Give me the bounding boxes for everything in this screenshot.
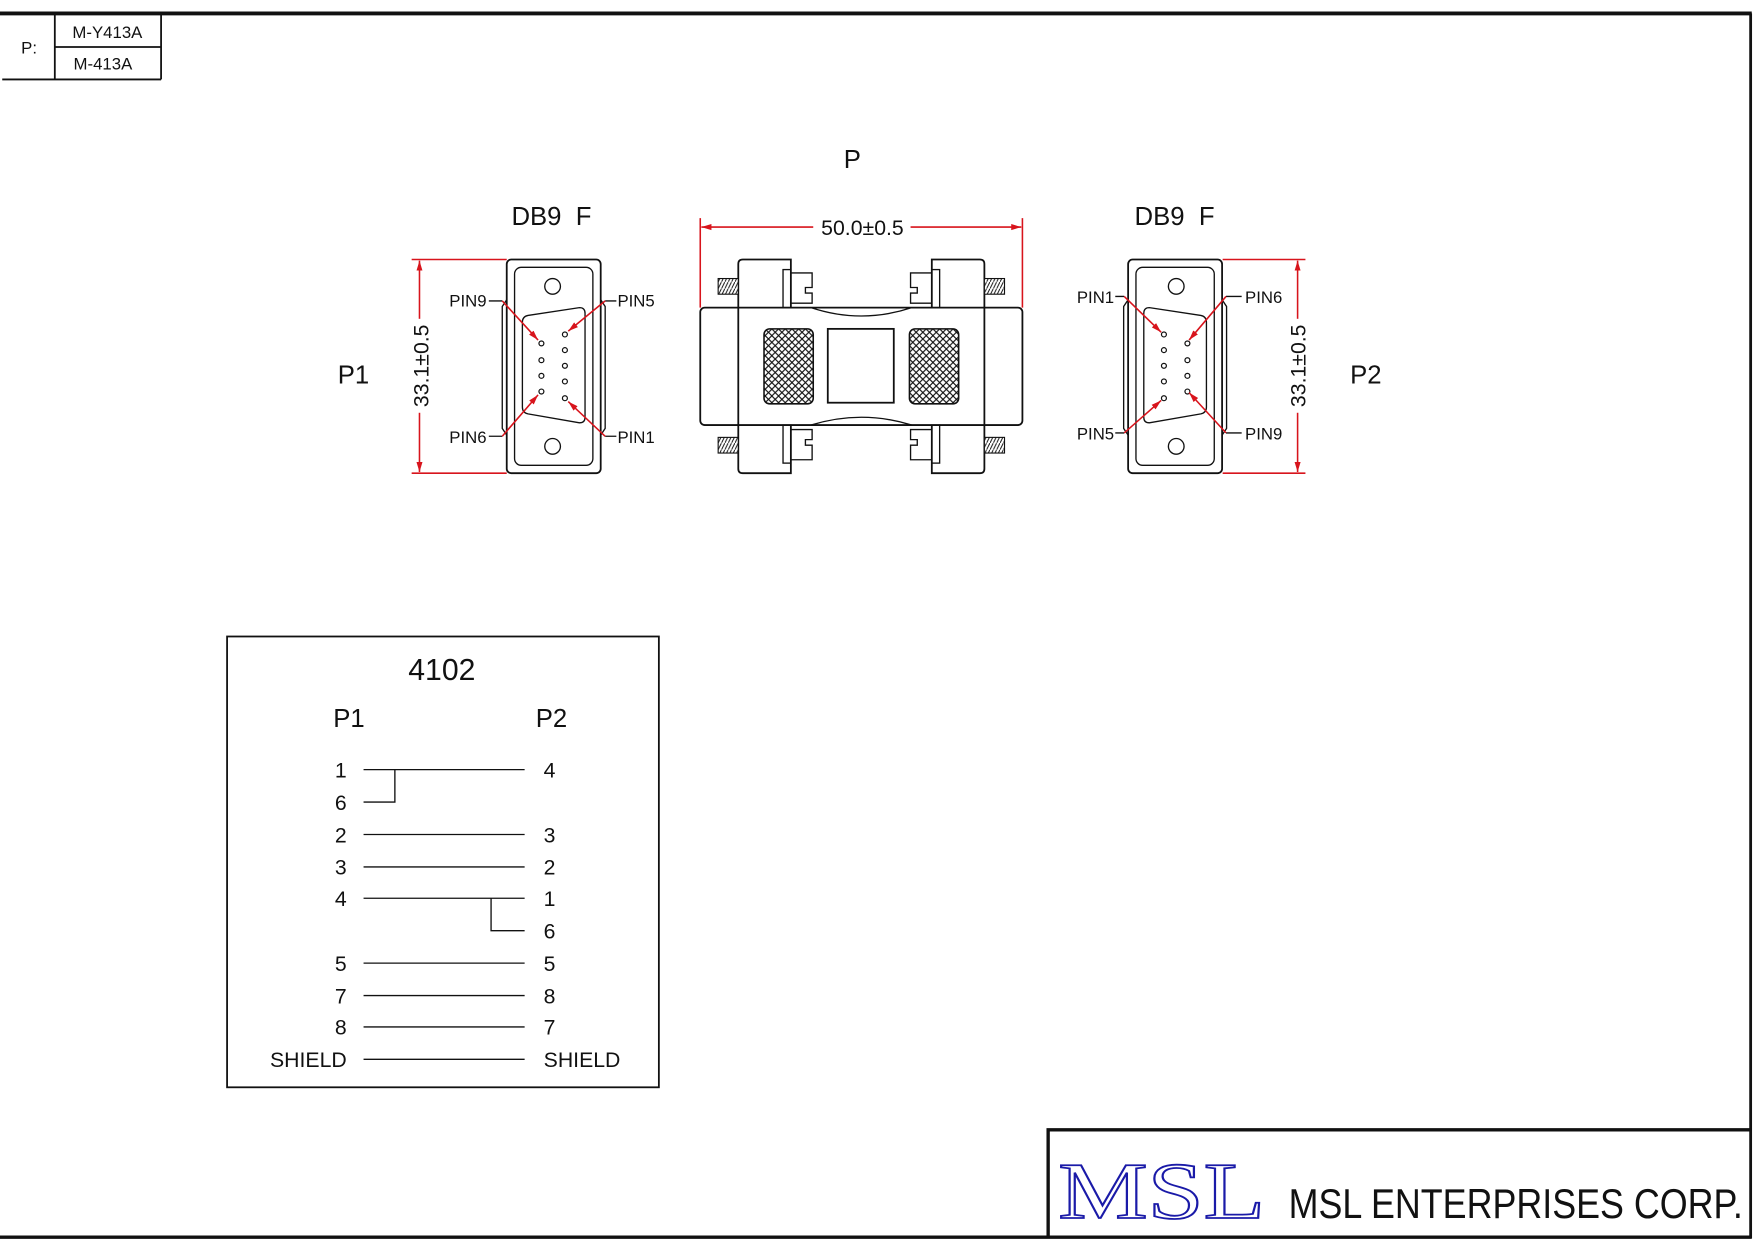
p1-connector-type: DB9 F	[511, 203, 591, 231]
adapter-side-view: 50.0±0.5	[699, 216, 1024, 475]
sheet-border	[0, 11, 1753, 1239]
pin-label: PIN6	[449, 428, 486, 447]
p1-label: P1	[338, 362, 369, 390]
grip-texture	[908, 328, 960, 405]
p1-height-dimension: 33.1±0.5	[409, 325, 433, 408]
p2-pin-number: 4	[544, 758, 556, 782]
part-number-table: P: M-Y413A M-413A	[2, 14, 162, 81]
pin-label: PIN1	[1077, 288, 1114, 307]
wires	[363, 768, 525, 1061]
p2-pin-number: 1	[544, 887, 556, 911]
p2-connector-type: DB9 F	[1135, 203, 1215, 231]
p2-pin-number: 8	[544, 984, 556, 1008]
p1-pin-number: 6	[335, 791, 347, 815]
db9-female-face	[501, 258, 607, 475]
p2-label: P2	[1350, 362, 1381, 390]
p2-pin-number: 2	[544, 856, 556, 880]
wiring-p2-header: P2	[536, 705, 567, 733]
p1-pin-number: 8	[335, 1016, 347, 1040]
p1-pin-number: 2	[335, 823, 347, 847]
p1-pin-number: 5	[335, 952, 347, 976]
p1-pin-number: 4	[335, 887, 347, 911]
pin-label: PIN9	[449, 292, 486, 311]
msl-logo: MSL	[1058, 1147, 1265, 1236]
title-block: MSL MSL ENTERPRISES CORP.	[1046, 1128, 1752, 1238]
wiring-p1-header: P1	[333, 705, 364, 733]
pin-label: PIN5	[1077, 425, 1114, 444]
p2-pin-number: 6	[544, 920, 556, 944]
p1-connector-view: DB9 F P1 33.1±0.5 PIN9 PIN5 PIN6 PIN1	[338, 203, 655, 475]
p2-pin-number: SHIELD	[544, 1048, 621, 1072]
part-table-label: P:	[21, 39, 37, 58]
p2-height-dimension: 33.1±0.5	[1286, 325, 1310, 408]
wiring-title: 4102	[408, 654, 475, 687]
pin-label: PIN1	[617, 428, 654, 447]
part-number: M-413A	[74, 54, 134, 73]
p1-pin-number: 7	[335, 984, 347, 1008]
p1-pin-number: 3	[335, 856, 347, 880]
db9-female-face	[1122, 258, 1228, 475]
adapter-width-dimension: 50.0±0.5	[821, 216, 904, 240]
p1-pin-number: 1	[335, 758, 347, 782]
grip-texture	[763, 328, 815, 405]
p2-pin-number: 5	[544, 952, 556, 976]
part-number: M-Y413A	[72, 23, 143, 42]
pin-label: PIN5	[617, 292, 654, 311]
pin-label: PIN6	[1245, 288, 1282, 307]
drawing-title: P	[844, 146, 861, 174]
p2-connector-view: DB9 F P2 33.1±0.5 PIN1 PIN6 PIN5 PIN9	[1077, 203, 1382, 475]
p1-pin-number: SHIELD	[270, 1048, 347, 1072]
wire	[363, 768, 525, 803]
p2-pin-number: 7	[544, 1016, 556, 1040]
pin-label: PIN9	[1245, 425, 1282, 444]
p2-pin-number: 3	[544, 823, 556, 847]
label-area	[826, 327, 895, 404]
company-name: MSL ENTERPRISES CORP.	[1289, 1181, 1743, 1227]
wire	[363, 897, 525, 932]
